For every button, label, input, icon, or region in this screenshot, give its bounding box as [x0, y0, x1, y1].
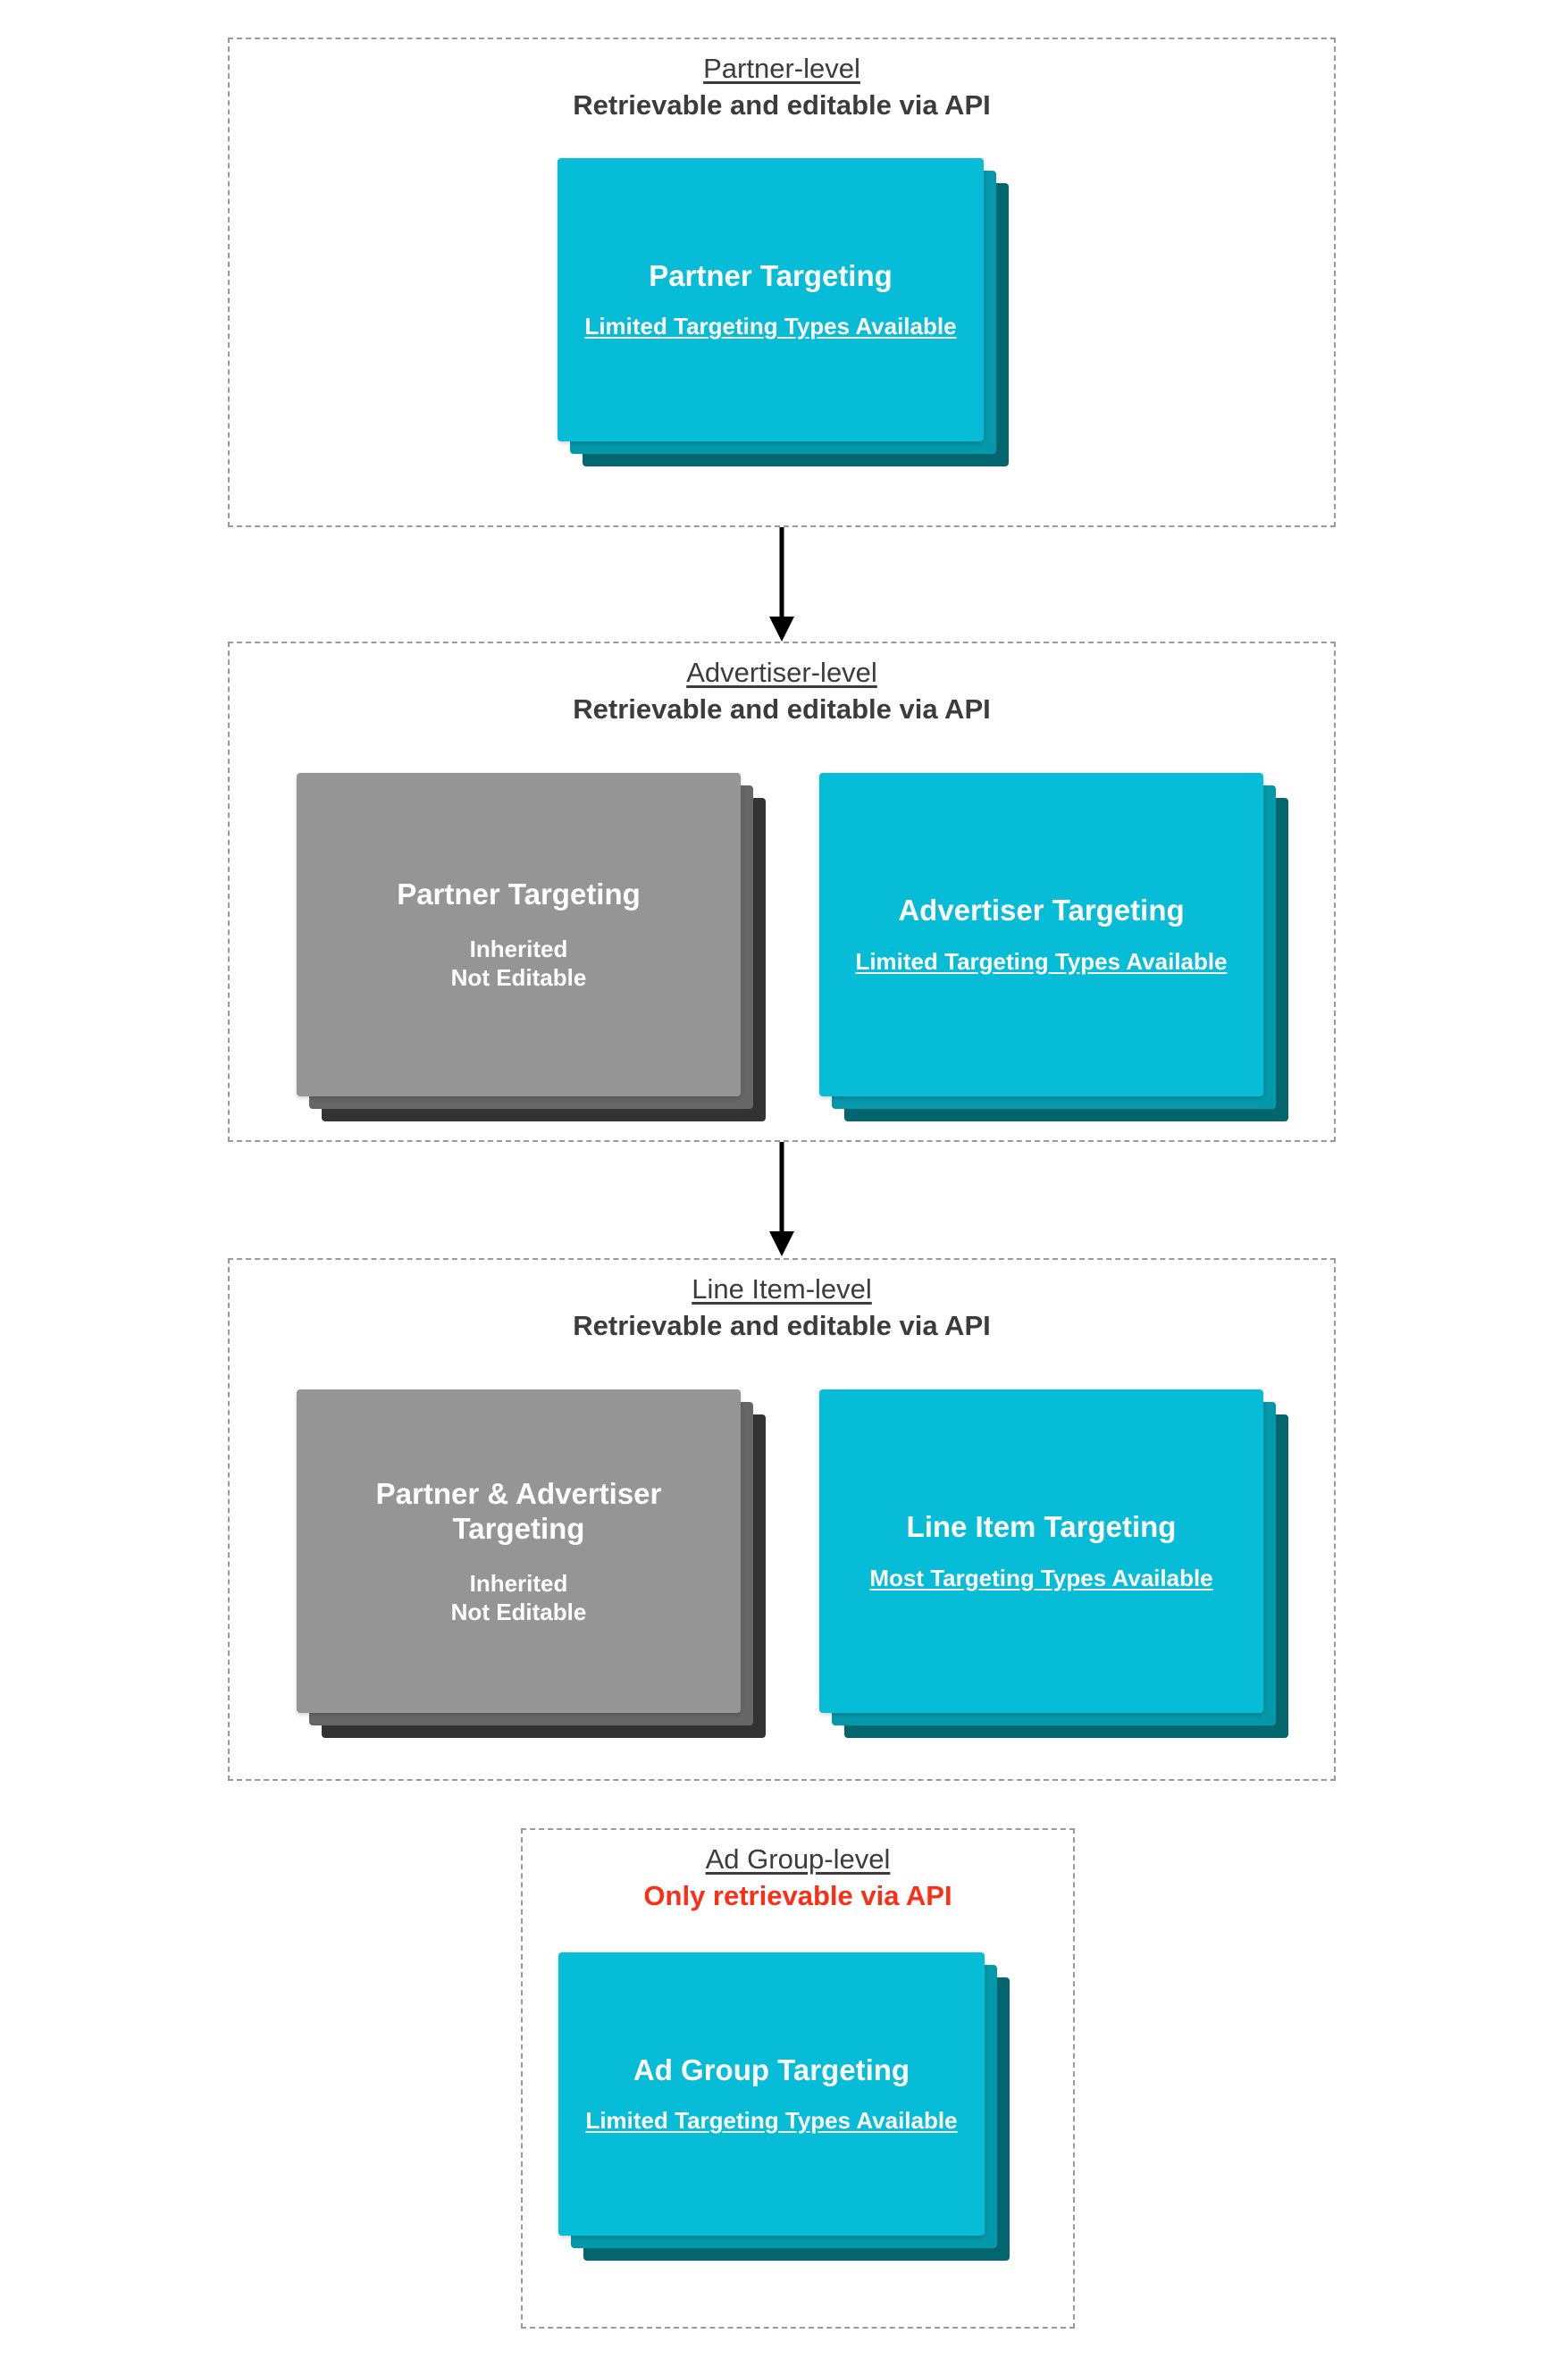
connector-partner-to-advertiser [764, 527, 800, 643]
card-subtitle: Inherited Not Editable [450, 1569, 587, 1625]
card-title: Advertiser Targeting [898, 894, 1185, 927]
level-header-advertiser: Advertiser-level Retrievable and editabl… [230, 643, 1334, 727]
level-box-ad-group: Ad Group-level Only retrievable via API … [521, 1828, 1075, 2329]
level-box-partner: Partner-level Retrievable and editable v… [228, 38, 1336, 527]
card-stack-advertiser-targeting[interactable]: Advertiser Targeting Limited Targeting T… [819, 773, 1288, 1121]
card-stack-advertiser-inherited-partner[interactable]: Partner Targeting Inherited Not Editable [297, 773, 766, 1121]
card-layer-front[interactable]: Advertiser Targeting Limited Targeting T… [819, 773, 1263, 1096]
level-header-ad-group: Ad Group-level Only retrievable via API [523, 1830, 1073, 1914]
level-subtitle-ad-group: Only retrievable via API [643, 1879, 952, 1911]
card-title: Partner & Advertiser Targeting [375, 1476, 662, 1546]
level-box-line-item: Line Item-level Retrievable and editable… [228, 1258, 1336, 1781]
level-title-partner: Partner-level [703, 53, 860, 84]
card-layer-front[interactable]: Partner Targeting Inherited Not Editable [297, 773, 741, 1096]
card-title: Partner Targeting [649, 258, 893, 292]
card-subtitle: Limited Targeting Types Available [585, 2107, 958, 2135]
level-title-ad-group: Ad Group-level [705, 1843, 891, 1875]
card-layer-front[interactable]: Ad Group Targeting Limited Targeting Typ… [558, 1952, 985, 2236]
card-subtitle: Most Targeting Types Available [869, 1564, 1213, 1591]
card-subtitle: Limited Targeting Types Available [584, 313, 957, 340]
level-header-line-item: Line Item-level Retrievable and editable… [230, 1260, 1334, 1344]
card-layer-front[interactable]: Line Item Targeting Most Targeting Types… [819, 1389, 1263, 1713]
level-subtitle-line-item: Retrievable and editable via API [573, 1309, 991, 1341]
level-subtitle-partner: Retrievable and editable via API [573, 88, 991, 121]
card-title: Line Item Targeting [906, 1510, 1177, 1544]
level-title-advertiser: Advertiser-level [686, 657, 877, 688]
card-layer-front[interactable]: Partner & Advertiser Targeting Inherited… [297, 1389, 741, 1713]
connector-advertiser-to-line-item [764, 1142, 800, 1258]
card-layer-front[interactable]: Partner Targeting Limited Targeting Type… [558, 158, 984, 441]
arrow-down-icon [769, 1142, 794, 1256]
arrow-down-icon [769, 527, 794, 642]
card-stack-ad-group-targeting[interactable]: Ad Group Targeting Limited Targeting Typ… [558, 1952, 1010, 2261]
card-subtitle: Limited Targeting Types Available [855, 947, 1228, 975]
card-title: Partner Targeting [397, 877, 641, 911]
card-stack-partner-targeting[interactable]: Partner Targeting Limited Targeting Type… [558, 158, 1009, 466]
level-box-advertiser: Advertiser-level Retrievable and editabl… [228, 642, 1336, 1142]
card-stack-line-item-targeting[interactable]: Line Item Targeting Most Targeting Types… [819, 1389, 1288, 1738]
level-header-partner: Partner-level Retrievable and editable v… [230, 39, 1334, 123]
card-title: Ad Group Targeting [633, 2052, 910, 2086]
card-subtitle: Inherited Not Editable [450, 936, 587, 991]
card-stack-line-item-inherited[interactable]: Partner & Advertiser Targeting Inherited… [297, 1389, 766, 1738]
level-subtitle-advertiser: Retrievable and editable via API [573, 692, 991, 725]
level-title-line-item: Line Item-level [692, 1273, 872, 1305]
